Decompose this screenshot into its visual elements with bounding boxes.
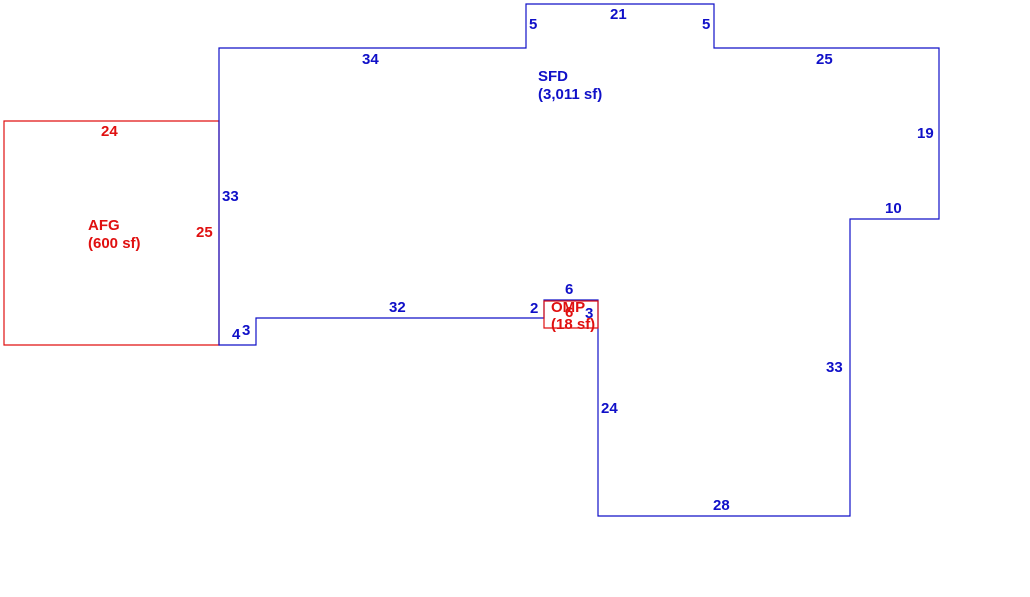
afg-dim-right-25: 25 [196,224,213,241]
sfd-dim-top-25: 25 [816,51,833,68]
omp-outline [543,300,599,329]
sfd-dim-step-10: 10 [885,200,902,217]
afg-area-label: (600 sf) [88,235,141,252]
sfd-dim-bump-top-21: 21 [610,6,627,23]
sfd-dim-bump-right-5: 5 [702,16,710,33]
sfd-dim-inner-6: 6 [565,281,573,298]
sfd-dim-top-34: 34 [362,51,379,68]
sfd-dim-bump-left-5: 5 [529,16,537,33]
omp-area-label: (18 sf) [551,316,595,333]
sfd-area-label: (3,011 sf) [538,86,602,103]
sfd-dim-inner-2: 2 [530,300,538,317]
afg-name-label: AFG [88,217,120,234]
sfd-dim-right-33: 33 [826,359,843,376]
sfd-dim-notch-3: 3 [242,322,250,339]
sfd-name-label: SFD [538,68,568,85]
sfd-dim-bottom-32: 32 [389,299,406,316]
omp-dim-inner-6: 6 [565,304,573,321]
sfd-dim-right-19: 19 [917,125,934,142]
afg-dim-top-24: 24 [101,123,118,140]
sfd-dim-inner-24: 24 [601,400,618,417]
sfd-dim-bottom-28: 28 [713,497,730,514]
sfd-dim-left-33: 33 [222,188,239,205]
omp-name-label: OMP [551,299,585,316]
sfd-dim-notch-4: 4 [232,326,241,343]
sfd-dim-inner-3: 3 [585,305,593,322]
sfd-outline [218,3,940,517]
